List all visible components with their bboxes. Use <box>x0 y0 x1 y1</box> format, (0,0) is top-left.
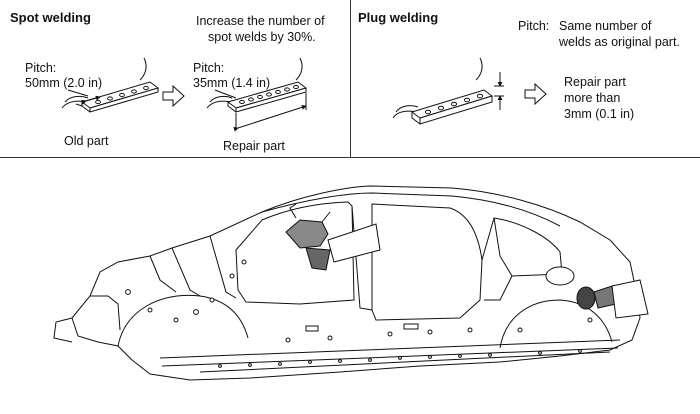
plug-pitch-line1: Same number of <box>559 19 652 33</box>
new-pitch-value: 35mm (1.4 in) <box>193 76 271 90</box>
car-body-side-illustration <box>53 185 641 381</box>
spot-welding-title: Spot welding <box>10 10 91 25</box>
old-part-caption: Old part <box>64 134 109 148</box>
plug-welding-title: Plug welding <box>358 10 439 25</box>
section-divider-vertical <box>350 0 351 157</box>
repair-part-caption: Repair part <box>223 139 285 153</box>
section-divider-horizontal <box>0 157 700 158</box>
plug-repair-line3: 3mm (0.1 in) <box>564 107 635 121</box>
new-pitch-label: Pitch: <box>193 61 225 75</box>
old-pitch-label: Pitch: <box>25 61 57 75</box>
spot-welder-gun-illustration <box>285 203 381 271</box>
spot-instruction-line1: Increase the number of <box>196 14 325 28</box>
old-part-illustration <box>61 57 160 113</box>
plug-repair-line1: Repair part <box>564 75 626 89</box>
old-pitch-value: 50mm (2.0 in) <box>25 76 103 90</box>
plug-pitch-line2: welds as original part. <box>559 35 680 49</box>
plug-welder-torch-illustration <box>576 279 649 319</box>
hollow-arrow-1 <box>162 84 185 108</box>
repair-part-illustration <box>206 57 308 132</box>
hollow-arrow-2 <box>524 82 547 106</box>
spot-instruction-line2: spot welds by 30%. <box>208 30 316 44</box>
plug-pitch-label: Pitch: <box>518 19 550 33</box>
plug-repair-line2: more than <box>564 91 621 105</box>
plug-part-illustration <box>392 57 504 125</box>
